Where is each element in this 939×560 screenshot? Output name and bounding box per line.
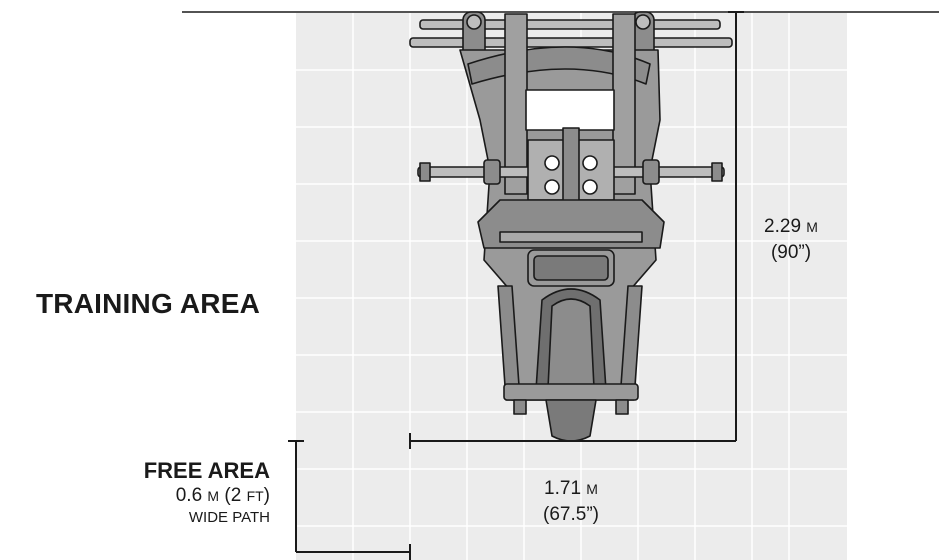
- free-area-block: FREE AREA 0.6 M (2 FT) WIDE PATH: [144, 458, 270, 528]
- free-area-title: FREE AREA: [143, 458, 270, 483]
- depth-metric-unit: M: [806, 219, 818, 235]
- training-area-label: TRAINING AREA: [36, 288, 261, 319]
- free-area-width: 0.6 M (2 FT): [144, 484, 270, 508]
- free-path-description: WIDE PATH: [188, 509, 270, 526]
- free-path-imperial-unit: FT: [246, 488, 264, 504]
- depth-dimension-label: 2.29 M (90”): [746, 214, 836, 266]
- machine-handle-bar: [409, 37, 733, 48]
- width-dimension-label: 1.71 M (67.5”): [526, 476, 616, 528]
- free-path-unit: M: [207, 488, 220, 504]
- width-metric-unit: M: [586, 481, 598, 497]
- free-path-imperial-value: (2: [224, 485, 242, 506]
- free-path-value: 0.6: [175, 485, 203, 506]
- depth-metric: 2.29 M: [746, 214, 836, 240]
- width-imperial: (67.5”): [543, 504, 599, 525]
- depth-imperial: (90”): [770, 242, 812, 263]
- dimension-lines: [288, 11, 744, 560]
- width-metric-value: 1.71: [544, 478, 582, 499]
- machine-top-view: [409, 11, 733, 442]
- free-path-close: ): [263, 485, 270, 506]
- machine-base-bar: [503, 383, 639, 401]
- width-metric: 1.71 M: [526, 476, 616, 502]
- machine-foot-end: [545, 399, 597, 442]
- depth-metric-value: 2.29: [764, 216, 802, 237]
